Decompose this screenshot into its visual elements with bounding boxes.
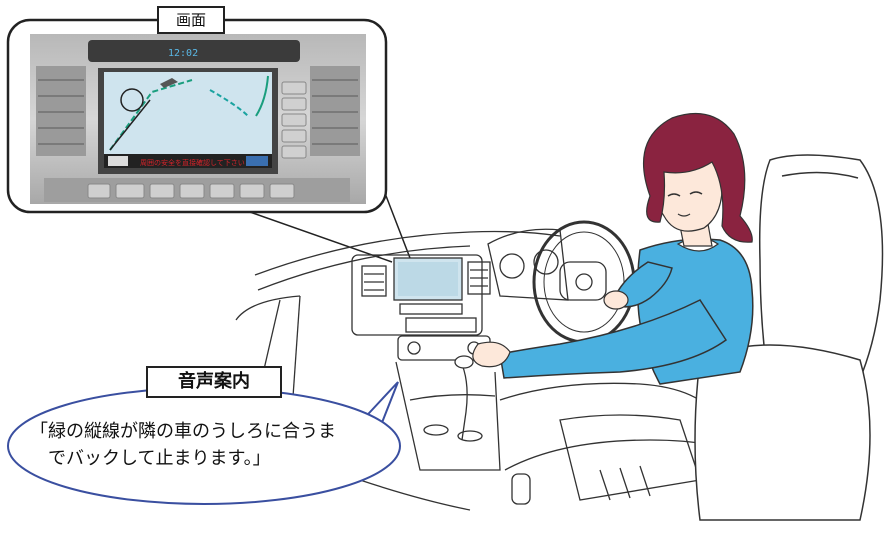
speech-line-1: 「緑の縦線が隣の車のうしろに合うま <box>30 421 336 442</box>
side-button-1[interactable] <box>281 81 307 95</box>
hard-key-3[interactable] <box>149 183 175 199</box>
screen-callout: 12:02 周囲の安全を直接確認して下さい <box>6 18 411 263</box>
hard-key-2[interactable] <box>115 183 145 199</box>
driver-seat <box>694 154 884 521</box>
side-button-5[interactable] <box>281 145 307 159</box>
speech-line-2: でバックして止まります。」 <box>48 448 271 469</box>
side-button-4[interactable] <box>281 129 307 143</box>
nav-display <box>104 72 272 154</box>
driver-figure <box>472 112 754 385</box>
hard-key-6[interactable] <box>239 183 265 199</box>
car-interior <box>235 220 761 511</box>
warning-message: 周囲の安全を直接確認して下さい <box>140 158 245 167</box>
hard-key-4[interactable] <box>179 183 205 199</box>
clock-readout: 12:02 <box>168 48 198 59</box>
hard-key-5[interactable] <box>209 183 235 199</box>
voice-guide-label: 音声案内 <box>146 366 282 398</box>
hard-key-1[interactable] <box>87 183 111 199</box>
hard-key-7[interactable] <box>269 183 295 199</box>
screen-label: 画面 <box>157 6 225 34</box>
view-mode-button[interactable] <box>246 156 268 166</box>
side-menu <box>281 81 307 159</box>
voice-guidance-message: 「緑の縦線が隣の車のうしろに合うま でバックして止まります。」 <box>30 418 410 472</box>
camera-view-button[interactable] <box>108 156 128 166</box>
side-button-2[interactable] <box>281 97 307 111</box>
side-button-3[interactable] <box>281 113 307 127</box>
